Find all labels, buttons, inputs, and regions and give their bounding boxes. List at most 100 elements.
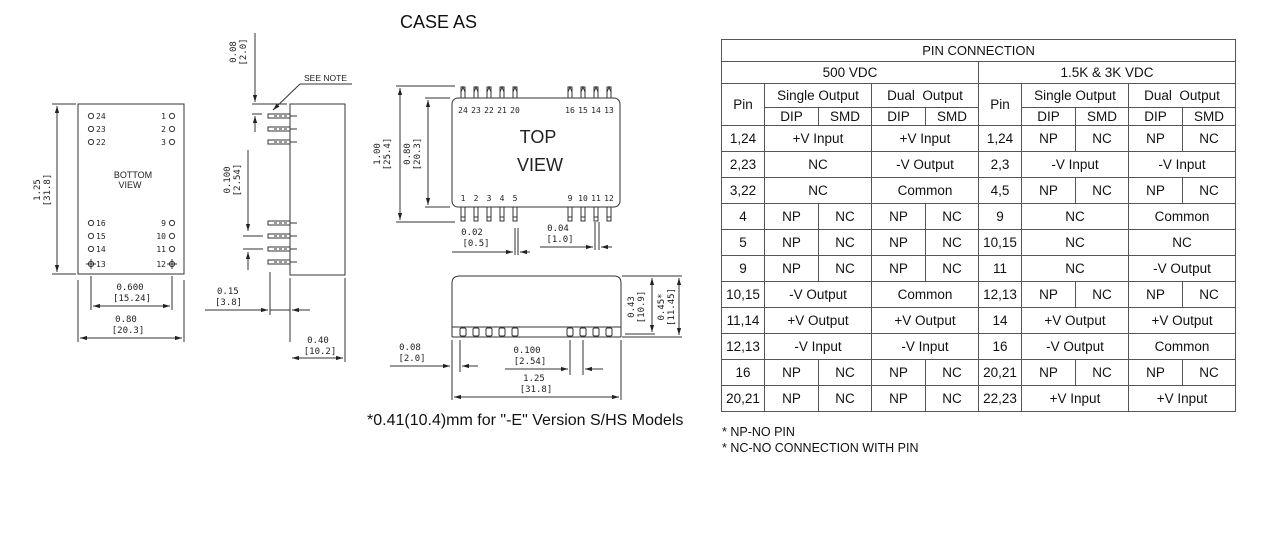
dual-output-cell: NC <box>1181 281 1237 308</box>
single-output-cell: NC <box>818 203 872 230</box>
pin-label: 16 <box>96 219 106 228</box>
pin-hole <box>87 245 95 253</box>
fv-dim-h2: 0.45* <box>657 293 667 320</box>
dual-output-cell: NC <box>1127 229 1237 256</box>
pin-number-cell: 22,23 <box>978 385 1022 412</box>
pin-label: 5 <box>513 194 518 203</box>
pin-label: 16 <box>565 106 575 115</box>
pin-label: 11 <box>156 245 166 254</box>
pin-number-cell: 20,21 <box>721 385 765 412</box>
smd-pin-top <box>512 86 518 99</box>
pin-header-b: Pin <box>978 83 1022 126</box>
dual-output-cell: NP <box>1128 177 1183 204</box>
tv-dim-outer-mm: [25.4] <box>383 138 393 171</box>
pin-hole <box>168 138 176 146</box>
dual-output-cell: NC <box>925 229 979 256</box>
tv-dim-pin-w: 0.02 <box>461 228 483 238</box>
case-title: CASE AS <box>400 12 478 32</box>
front-pin <box>566 327 574 337</box>
smd-pin-bottom <box>499 206 505 222</box>
pin-label: 1 <box>461 194 466 203</box>
tv-dim-pad-w-mm: [1.0] <box>546 235 573 245</box>
sv-dim-pin-len: 0.15 <box>217 287 239 297</box>
pin-label: 10 <box>156 232 166 241</box>
single-output-cell: NC <box>1021 203 1129 230</box>
front-pin <box>498 327 506 337</box>
dual-output-cell: NP <box>1128 281 1183 308</box>
pin-label: 22 <box>484 106 494 115</box>
dual-output-cell: Common <box>1127 203 1237 230</box>
pin-number-cell: 2,23 <box>721 151 765 178</box>
pin-number-cell: 10,15 <box>978 229 1022 256</box>
dual-output-cell: NC <box>925 203 979 230</box>
single-output-cell: NC <box>818 229 872 256</box>
single-output-cell: -V Output <box>764 281 872 308</box>
dual-output-header-b: Dual Output <box>1127 83 1237 108</box>
dual-output-cell: Common <box>871 177 979 204</box>
pin-number-cell: 1,24 <box>721 125 765 152</box>
single-output-cell: -V Input <box>1021 151 1129 178</box>
smd-pin-top <box>606 86 612 99</box>
smd-pin-bottom <box>606 206 612 222</box>
fv-dim-offset: 0.08 <box>399 343 421 353</box>
smd-header: SMD <box>1075 107 1129 126</box>
pin-hole <box>168 112 176 120</box>
pin-number-cell: 4 <box>721 203 765 230</box>
single-output-cell: NC <box>764 151 872 178</box>
smd-pin-bottom <box>580 206 586 222</box>
bottom-view-outline <box>77 103 185 275</box>
table-notes: * NP-NO PIN * NC-NO CONNECTION WITH PIN <box>722 424 919 456</box>
pin-label: 23 <box>471 106 481 115</box>
pin-number-cell: 20,21 <box>978 359 1022 386</box>
pin-hole <box>87 125 95 133</box>
sv-dim-depth-mm: [10.2] <box>304 347 337 357</box>
single-output-cell: NC <box>818 255 872 282</box>
pin-label: 13 <box>604 106 614 115</box>
tv-label-2: VIEW <box>517 155 563 175</box>
sv-dim-pitch-mm: [2.54] <box>233 164 243 197</box>
front-pin <box>592 327 600 337</box>
fv-dim-pitch-mm: [2.54] <box>514 357 547 367</box>
front-pin <box>472 327 480 337</box>
table-title: PIN CONNECTION <box>720 39 1237 62</box>
sv-see-note: SEE NOTE <box>304 73 347 83</box>
dual-output-cell: Common <box>871 281 979 308</box>
pin-hole <box>168 219 176 227</box>
smd-pin-top <box>580 86 586 99</box>
pin-label: 9 <box>161 219 166 228</box>
pin-hole <box>168 232 176 240</box>
single-output-cell: NP <box>1021 281 1076 308</box>
pin-number-cell: 9 <box>978 203 1022 230</box>
pin-label: 23 <box>96 125 106 134</box>
sv-dim-top: 0.08 <box>229 41 239 63</box>
pin-hole <box>87 112 95 120</box>
pin-label: 24 <box>458 106 468 115</box>
single-output-cell: -V Output <box>1021 333 1129 360</box>
single-output-cell: NP <box>764 203 819 230</box>
fv-dim-pitch: 0.100 <box>513 346 540 356</box>
group-1.5k-3k-vdc: 1.5K & 3K VDC <box>977 61 1237 84</box>
pin-label: 2 <box>161 125 166 134</box>
dual-output-header-a: Dual Output <box>871 83 979 108</box>
pin-label: 3 <box>161 138 166 147</box>
front-view-outline <box>451 275 622 337</box>
pin-number-cell: 5 <box>721 229 765 256</box>
smd-pin-top <box>499 86 505 99</box>
tv-dim-inner-mm: [20.3] <box>413 138 423 171</box>
dual-output-cell: +V Input <box>1127 385 1237 412</box>
pin-number-cell: 4,5 <box>978 177 1022 204</box>
single-output-cell: -V Input <box>764 333 872 360</box>
single-output-cell: NP <box>764 359 819 386</box>
front-pin <box>605 327 613 337</box>
single-output-cell: NC <box>1075 125 1129 152</box>
single-output-cell: NP <box>764 229 819 256</box>
dual-output-cell: NC <box>925 385 979 412</box>
smd-pin-top <box>473 86 479 99</box>
sv-dim-depth: 0.40 <box>307 336 329 346</box>
fv-dim-length-mm: [31.8] <box>520 385 553 395</box>
dual-output-cell: NP <box>1128 359 1183 386</box>
